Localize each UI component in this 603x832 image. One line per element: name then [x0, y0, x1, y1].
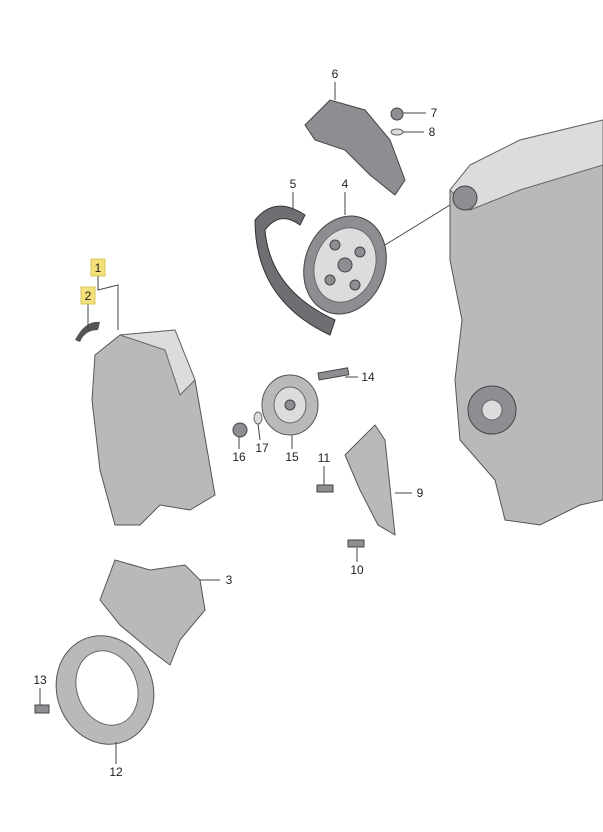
part-3-lower-cover[interactable] — [99, 559, 206, 666]
callout-12[interactable]: 12 — [109, 765, 123, 779]
callout-16[interactable]: 16 — [232, 450, 246, 464]
callouts: 1 2 3 4 5 6 7 8 9 10 11 12 13 14 15 16 1… — [33, 67, 437, 779]
part-4-camshaft-sprocket[interactable] — [290, 204, 399, 325]
callout-5[interactable]: 5 — [290, 177, 297, 191]
part-9-cover-bracket[interactable] — [344, 424, 396, 536]
part-11-bolt[interactable] — [316, 484, 334, 493]
callout-4[interactable]: 4 — [342, 177, 349, 191]
part-10-bolt[interactable] — [347, 539, 365, 548]
callout-2[interactable]: 2 — [85, 289, 92, 303]
callout-highlight-1 — [90, 258, 106, 277]
callout-13[interactable]: 13 — [33, 673, 47, 687]
part-1-timing-belt-cover[interactable] — [91, 329, 216, 526]
callout-7[interactable]: 7 — [431, 106, 438, 120]
part-13-bolt[interactable] — [34, 704, 50, 714]
callout-1[interactable]: 1 — [95, 261, 102, 275]
callout-6[interactable]: 6 — [332, 67, 339, 81]
callout-3[interactable]: 3 — [226, 573, 233, 587]
part-8-washer[interactable] — [390, 128, 404, 136]
callout-11[interactable]: 11 — [318, 451, 331, 465]
part-14-stud[interactable] — [317, 367, 350, 381]
part-16-nut[interactable] — [232, 422, 248, 438]
callout-10[interactable]: 10 — [350, 563, 364, 577]
part-17-washer[interactable] — [253, 411, 263, 425]
part-12-rear-plate[interactable] — [41, 622, 169, 758]
part-15-tensioner-pulley[interactable] — [261, 374, 319, 436]
callout-17[interactable]: 17 — [255, 441, 269, 455]
leader-lines — [39, 82, 426, 764]
callout-9[interactable]: 9 — [417, 486, 424, 500]
callout-14[interactable]: 14 — [361, 370, 375, 384]
callout-15[interactable]: 15 — [285, 450, 299, 464]
part-7-nut[interactable] — [390, 107, 404, 121]
part-6-rear-cover[interactable] — [304, 99, 406, 196]
part-2-seal[interactable] — [75, 321, 100, 342]
callout-highlight-2 — [80, 286, 96, 305]
part-5-timing-belt[interactable] — [254, 205, 336, 336]
callout-8[interactable]: 8 — [429, 125, 436, 139]
engine-block — [384, 119, 603, 526]
